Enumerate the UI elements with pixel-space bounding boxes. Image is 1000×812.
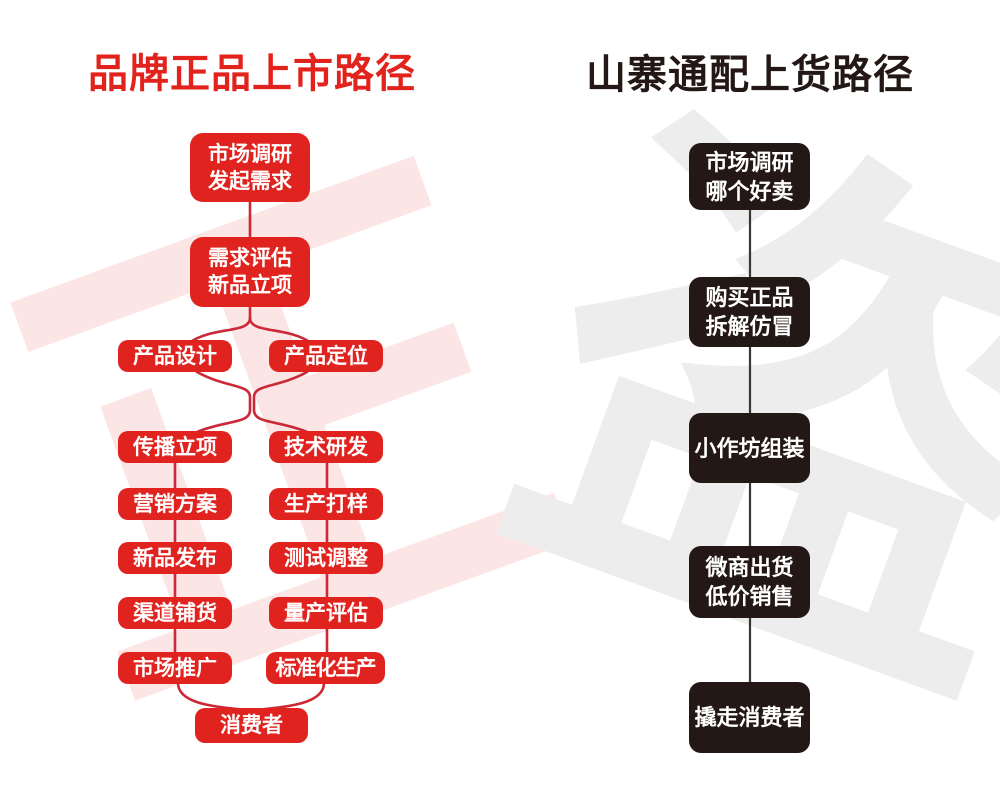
node-poach-consumers: 撬走消费者 <box>689 682 810 753</box>
node-line: 低价销售 <box>705 584 794 609</box>
node-line: 购买正品 <box>705 285 794 310</box>
node-line: 哪个好卖 <box>705 178 794 204</box>
node-line: 拆解仿冒 <box>705 314 794 339</box>
node-line: 微商出货 <box>705 555 794 580</box>
node-communication-plan: 传播立项 <box>118 431 232 463</box>
node-copycat-market-research: 市场调研 哪个好卖 <box>689 143 810 210</box>
node-consumer: 消费者 <box>195 708 308 743</box>
node-mass-production-evaluation: 量产评估 <box>269 597 383 629</box>
node-workshop-assembly: 小作坊组装 <box>689 413 810 483</box>
node-new-product-launch: 新品发布 <box>118 542 232 574</box>
node-production-sampling: 生产打样 <box>269 488 383 520</box>
node-test-adjust: 测试调整 <box>269 542 383 574</box>
node-line: 需求评估 <box>208 247 292 270</box>
node-channel-distribution: 渠道铺货 <box>118 597 232 629</box>
node-buy-and-dismantle: 购买正品 拆解仿冒 <box>689 277 810 347</box>
node-demand-evaluation: 需求评估 新品立项 <box>190 237 310 307</box>
right-chart-title: 山寨通配上货路径 <box>586 53 914 97</box>
node-market-promotion: 市场推广 <box>118 652 232 684</box>
node-product-positioning: 产品定位 <box>269 340 383 372</box>
node-standardized-production: 标准化生产 <box>266 652 385 684</box>
node-line: 发起需求 <box>208 169 292 193</box>
node-line: 新品立项 <box>208 274 292 297</box>
node-marketing-plan: 营销方案 <box>118 488 232 520</box>
node-line: 市场调研 <box>705 149 794 175</box>
left-chart-title: 品牌正品上市路径 <box>88 52 416 96</box>
node-wechat-low-price-sales: 微商出货 低价销售 <box>689 546 810 618</box>
node-market-research-demand: 市场调研 发起需求 <box>190 133 310 202</box>
node-line: 市场调研 <box>208 142 292 166</box>
node-product-design: 产品设计 <box>118 340 232 372</box>
node-tech-rnd: 技术研发 <box>269 431 383 463</box>
